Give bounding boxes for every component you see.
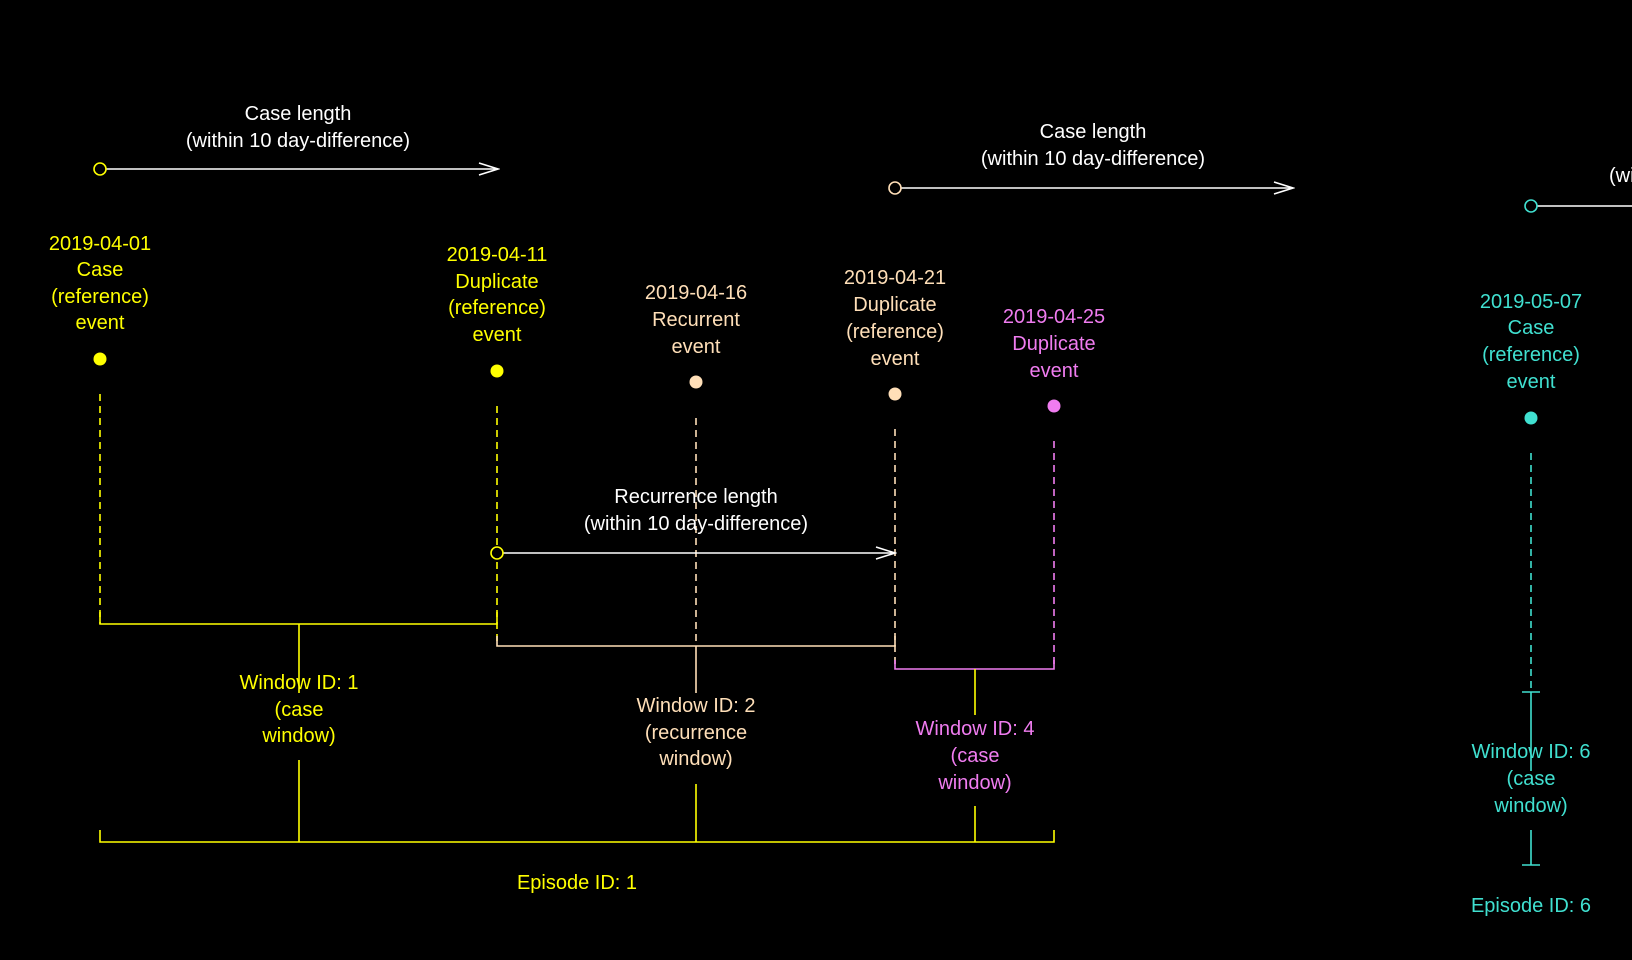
event-2-line3: event — [473, 324, 522, 346]
event-3-line1: Recurrent — [652, 309, 740, 331]
case-length-3-start — [1524, 199, 1538, 213]
window-1-line1: Window ID: 1 — [240, 672, 359, 694]
event-5-line2: event — [1030, 360, 1079, 382]
event-2-line2: (reference) — [448, 297, 546, 319]
recurrence-length-sublabel: (within 10 day-difference) — [584, 513, 808, 535]
window-2-label: Window ID: 2 (recurrence window) — [637, 695, 756, 770]
event-6-date: 2019-05-07 — [1480, 291, 1582, 313]
event-4-line1: Duplicate — [853, 294, 936, 316]
window-6-line3: window) — [1493, 795, 1567, 817]
window-2-line2: (recurrence — [645, 722, 747, 744]
event-1-dot — [93, 352, 107, 366]
event-1-date: 2019-04-01 — [49, 233, 151, 255]
event-5-dot — [1047, 399, 1061, 413]
case-length-2-label: Case length — [1040, 121, 1147, 143]
window-1-line2: (case — [275, 699, 324, 721]
event-3: 2019-04-16 Recurrent event — [645, 282, 747, 358]
event-1-line3: event — [76, 312, 125, 334]
episode-6-label: Episode ID: 6 — [1471, 895, 1591, 917]
event-4-date: 2019-04-21 — [844, 267, 946, 289]
event-6-line1: Case — [1508, 317, 1555, 339]
event-1: 2019-04-01 Case (reference) event — [49, 233, 151, 334]
event-5-line1: Duplicate — [1012, 333, 1095, 355]
window-1-line3: window) — [261, 725, 335, 747]
window-2-line1: Window ID: 2 — [637, 695, 756, 717]
case-length-2-sublabel: (within 10 day-difference) — [981, 148, 1205, 170]
event-3-dot — [689, 375, 703, 389]
case-length-2-start — [888, 181, 902, 195]
case-length-3-label: (wi — [1609, 165, 1632, 187]
window-1-label: Window ID: 1 (case window) — [240, 672, 359, 747]
event-5-date: 2019-04-25 — [1003, 306, 1105, 328]
event-4-dot — [888, 387, 902, 401]
window-4-bracket — [894, 660, 1055, 670]
episode-1-bracket — [99, 830, 1055, 843]
window-6-line1: Window ID: 6 — [1472, 741, 1591, 763]
window-4-line3: window) — [937, 772, 1011, 794]
event-3-date: 2019-04-16 — [645, 282, 747, 304]
event-1-line1: Case — [77, 259, 124, 281]
event-4-line3: event — [871, 348, 920, 370]
event-6: 2019-05-07 Case (reference) event — [1480, 291, 1582, 393]
episode-1-label: Episode ID: 1 — [517, 872, 637, 894]
window-4-line2: (case — [951, 745, 1000, 767]
event-2-date: 2019-04-11 — [447, 244, 548, 266]
case-length-1-sublabel: (within 10 day-difference) — [186, 130, 410, 152]
event-4-line2: (reference) — [846, 321, 944, 343]
window-1-bracket — [99, 612, 498, 625]
window-2-line3: window) — [658, 748, 732, 770]
event-1-line2: (reference) — [51, 286, 149, 308]
window-6-line2: (case — [1507, 768, 1556, 790]
case-length-1-start — [93, 162, 107, 176]
window-6-label: Window ID: 6 (case window) — [1472, 741, 1591, 817]
window-4-line1: Window ID: 4 — [916, 718, 1035, 740]
window-4-label: Window ID: 4 (case window) — [916, 718, 1035, 794]
event-6-dot — [1524, 411, 1538, 425]
case-length-1-label: Case length — [245, 103, 352, 125]
event-2-dot — [490, 364, 504, 378]
event-5: 2019-04-25 Duplicate event — [1003, 306, 1105, 382]
event-6-line3: event — [1507, 371, 1556, 393]
event-6-line2: (reference) — [1482, 344, 1580, 366]
recurrence-length-label: Recurrence length — [614, 486, 777, 508]
event-3-line2: event — [672, 336, 721, 358]
event-4: 2019-04-21 Duplicate (reference) event — [844, 267, 946, 370]
event-2: 2019-04-11 Duplicate (reference) event — [447, 244, 548, 346]
recurrence-length-start — [490, 546, 504, 560]
event-2-line1: Duplicate — [455, 271, 538, 293]
